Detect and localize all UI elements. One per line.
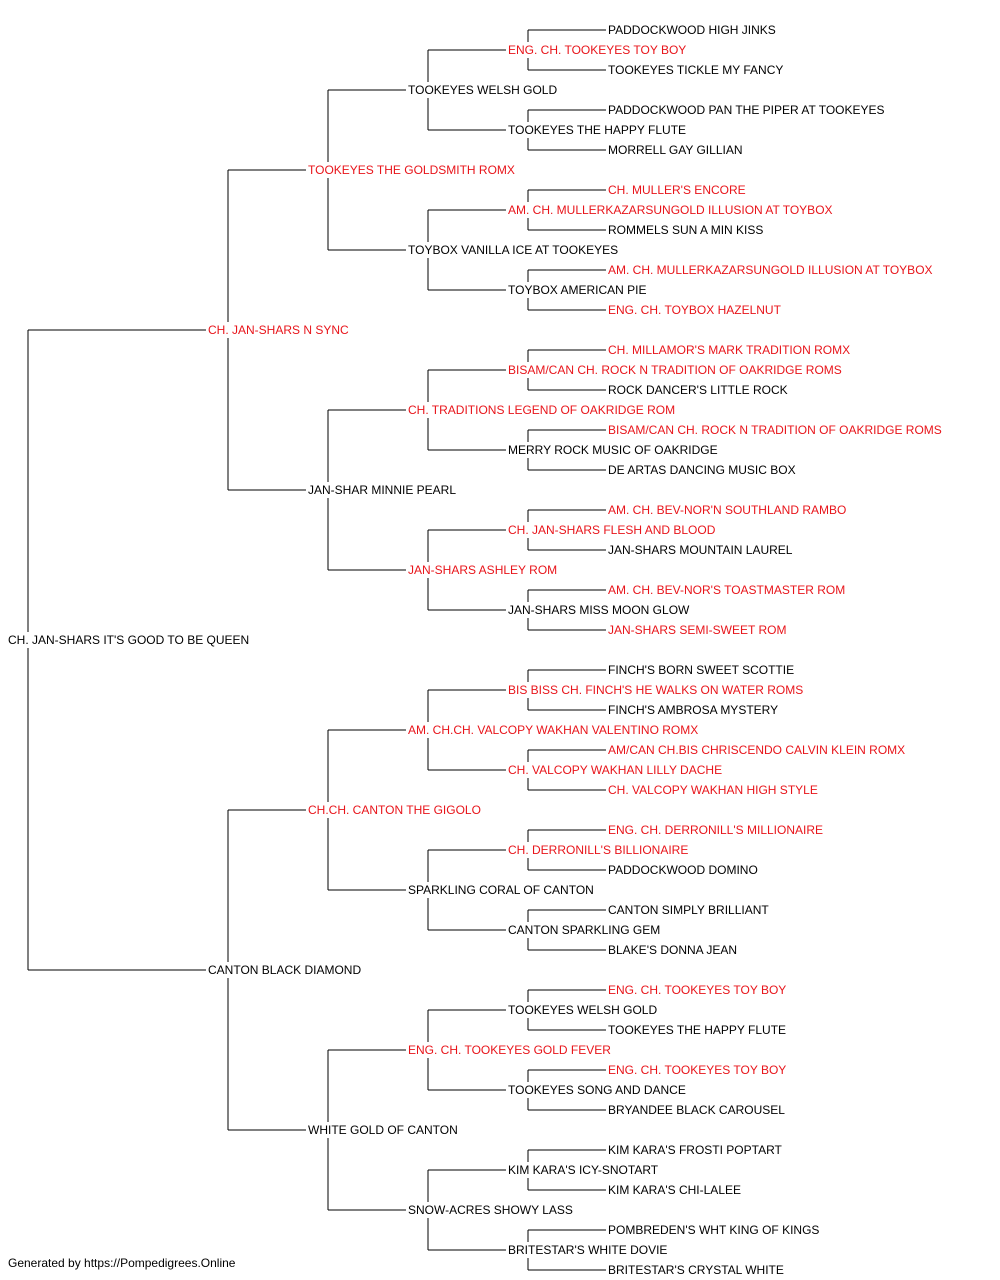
dog-name: FINCH'S BORN SWEET SCOTTIE xyxy=(608,663,794,677)
dog-name: BISAM/CAN CH. ROCK N TRADITION OF OAKRID… xyxy=(608,423,942,437)
dog-name: CH. TRADITIONS LEGEND OF OAKRIDGE ROM xyxy=(408,403,675,417)
dog-name: BLAKE'S DONNA JEAN xyxy=(608,943,737,957)
dog-name: ENG. CH. DERRONILL'S MILLIONAIRE xyxy=(608,823,823,837)
dog-name: AM. CH.CH. VALCOPY WAKHAN VALENTINO ROMX xyxy=(408,723,698,737)
dog-name: FINCH'S AMBROSA MYSTERY xyxy=(608,703,778,717)
dog-name: TOOKEYES SONG AND DANCE xyxy=(508,1083,686,1097)
dog-name: CH. JAN-SHARS FLESH AND BLOOD xyxy=(508,523,716,537)
dog-name: WHITE GOLD OF CANTON xyxy=(308,1123,458,1137)
dog-name: SNOW-ACRES SHOWY LASS xyxy=(408,1203,573,1217)
dog-name: ROMMELS SUN A MIN KISS xyxy=(608,223,763,237)
dog-name: AM. CH. MULLERKAZARSUNGOLD ILLUSION AT T… xyxy=(608,263,933,277)
dog-name: AM. CH. BEV-NOR'N SOUTHLAND RAMBO xyxy=(608,503,846,517)
dog-name: TOYBOX VANILLA ICE AT TOOKEYES xyxy=(408,243,618,257)
dog-name: ENG. CH. TOOKEYES TOY BOY xyxy=(608,1063,786,1077)
dog-name: CH. VALCOPY WAKHAN HIGH STYLE xyxy=(608,783,818,797)
dog-name: ENG. CH. TOOKEYES TOY BOY xyxy=(508,43,686,57)
dog-name: BRITESTAR'S WHITE DOVIE xyxy=(508,1243,667,1257)
dog-name: BISAM/CAN CH. ROCK N TRADITION OF OAKRID… xyxy=(508,363,842,377)
dog-name: CANTON SPARKLING GEM xyxy=(508,923,660,937)
dog-name: JAN-SHARS MOUNTAIN LAUREL xyxy=(608,543,793,557)
dog-name: CH.CH. CANTON THE GIGOLO xyxy=(308,803,481,817)
dog-name: TOYBOX AMERICAN PIE xyxy=(508,283,646,297)
dog-name: BRYANDEE BLACK CAROUSEL xyxy=(608,1103,785,1117)
dog-name: CANTON BLACK DIAMOND xyxy=(208,963,361,977)
dog-name: JAN-SHARS SEMI-SWEET ROM xyxy=(608,623,786,637)
dog-name: AM/CAN CH.BIS CHRISCENDO CALVIN KLEIN RO… xyxy=(608,743,905,757)
dog-name: JAN-SHARS ASHLEY ROM xyxy=(408,563,557,577)
dog-name: BRITESTAR'S CRYSTAL WHITE xyxy=(608,1263,784,1277)
dog-name: PADDOCKWOOD PAN THE PIPER AT TOOKEYES xyxy=(608,103,885,117)
dog-name: SPARKLING CORAL OF CANTON xyxy=(408,883,594,897)
dog-name: TOOKEYES WELSH GOLD xyxy=(408,83,557,97)
dog-name: KIM KARA'S CHI-LALEE xyxy=(608,1183,741,1197)
dog-name: ENG. CH. TOOKEYES TOY BOY xyxy=(608,983,786,997)
dog-name: CH. DERRONILL'S BILLIONAIRE xyxy=(508,843,688,857)
dog-name: BIS BISS CH. FINCH'S HE WALKS ON WATER R… xyxy=(508,683,803,697)
dog-name: AM. CH. MULLERKAZARSUNGOLD ILLUSION AT T… xyxy=(508,203,833,217)
dog-name: KIM KARA'S ICY-SNOTART xyxy=(508,1163,659,1177)
dog-name: CH. JAN-SHARS N SYNC xyxy=(208,323,349,337)
dog-name: POMBREDEN'S WHT KING OF KINGS xyxy=(608,1223,819,1237)
dog-name: DE ARTAS DANCING MUSIC BOX xyxy=(608,463,796,477)
footer-credit: Generated by https://Pompedigrees.Online xyxy=(8,1256,236,1270)
dog-name: ROCK DANCER'S LITTLE ROCK xyxy=(608,383,788,397)
dog-name: JAN-SHAR MINNIE PEARL xyxy=(308,483,456,497)
dog-name: TOOKEYES THE HAPPY FLUTE xyxy=(608,1023,786,1037)
dog-name: AM. CH. BEV-NOR'S TOASTMASTER ROM xyxy=(608,583,845,597)
dog-name: KIM KARA'S FROSTI POPTART xyxy=(608,1143,783,1157)
dog-name: TOOKEYES THE GOLDSMITH ROMX xyxy=(308,163,515,177)
dog-name: ENG. CH. TOOKEYES GOLD FEVER xyxy=(408,1043,611,1057)
dog-name: CH. VALCOPY WAKHAN LILLY DACHE xyxy=(508,763,722,777)
dog-name: TOOKEYES WELSH GOLD xyxy=(508,1003,657,1017)
dog-name: TOOKEYES TICKLE MY FANCY xyxy=(608,63,783,77)
dog-name: MERRY ROCK MUSIC OF OAKRIDGE xyxy=(508,443,718,457)
dog-name: CH. JAN-SHARS IT'S GOOD TO BE QUEEN xyxy=(8,633,249,647)
dog-name: JAN-SHARS MISS MOON GLOW xyxy=(508,603,690,617)
dog-name: CANTON SIMPLY BRILLIANT xyxy=(608,903,769,917)
dog-name: TOOKEYES THE HAPPY FLUTE xyxy=(508,123,686,137)
dog-name: CH. MULLER'S ENCORE xyxy=(608,183,746,197)
dog-name: PADDOCKWOOD HIGH JINKS xyxy=(608,23,776,37)
dog-name: MORRELL GAY GILLIAN xyxy=(608,143,743,157)
dog-name: PADDOCKWOOD DOMINO xyxy=(608,863,758,877)
dog-name: CH. MILLAMOR'S MARK TRADITION ROMX xyxy=(608,343,850,357)
dog-name: ENG. CH. TOYBOX HAZELNUT xyxy=(608,303,782,317)
